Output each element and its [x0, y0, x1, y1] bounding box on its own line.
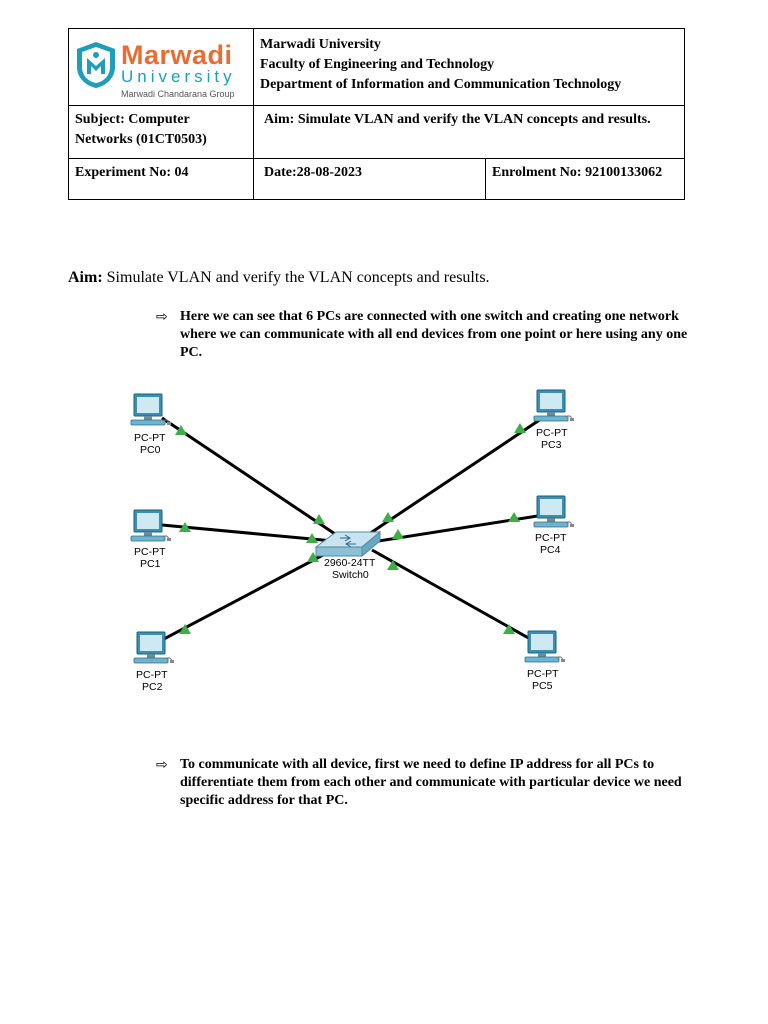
pc0-type-label: PC-PT — [134, 432, 166, 444]
switch-name-label: Switch0 — [332, 569, 369, 581]
pc3-name-label: PC3 — [541, 439, 562, 451]
switch-device: 2960-24TT Switch0 — [316, 532, 380, 581]
bullet-item: ⇨ To communicate with all device, first … — [156, 756, 696, 810]
pc5-name-label: PC5 — [532, 680, 553, 692]
cable-links — [162, 417, 544, 640]
pc5-device — [525, 631, 565, 662]
desktop-pc-icon — [534, 496, 574, 527]
pc0-device — [131, 394, 171, 425]
link-up-icon — [514, 423, 526, 433]
pc3-device — [534, 390, 574, 421]
pc0-name-label: PC0 — [140, 444, 161, 456]
pc3-type-label: PC-PT — [536, 427, 568, 439]
bullet-text: To communicate with all device, first we… — [180, 756, 696, 810]
pc2-name-label: PC2 — [142, 681, 163, 693]
pc4-type-label: PC-PT — [535, 532, 567, 544]
arrow-right-outline-icon: ⇨ — [156, 756, 168, 774]
pc1-type-label: PC-PT — [134, 546, 166, 558]
pc4-name-label: PC4 — [540, 544, 561, 556]
pc1-name-label: PC1 — [140, 558, 161, 570]
pc5-type-label: PC-PT — [527, 668, 559, 680]
desktop-pc-icon — [131, 394, 171, 425]
link-status-indicators — [175, 423, 526, 634]
pc4-device — [534, 496, 574, 527]
desktop-pc-icon — [525, 631, 565, 662]
switch-model-label: 2960-24TT — [324, 557, 376, 569]
link-up-icon — [508, 512, 520, 522]
desktop-pc-icon — [534, 390, 574, 421]
link-pc1 — [162, 525, 344, 542]
link-up-icon — [392, 529, 404, 539]
pc2-type-label: PC-PT — [136, 669, 168, 681]
